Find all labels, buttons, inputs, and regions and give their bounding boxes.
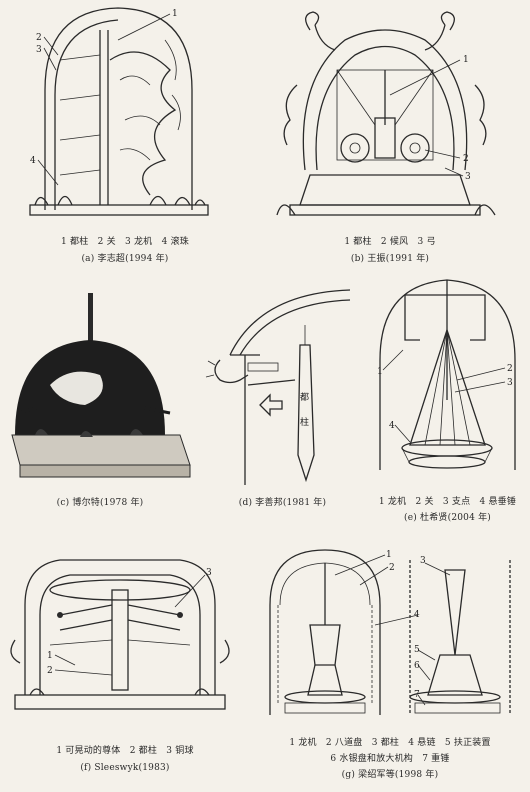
- panel-b-label-2: 2: [463, 154, 469, 164]
- panel-a-caption: (a) 李志超(1994 年): [81, 254, 169, 264]
- panel-b-label-3: 3: [465, 172, 471, 182]
- panel-b-drawing: 1 2 3: [276, 11, 496, 216]
- panel-g-legend-line-2: 6 水银盘和放大机构 7 重锤: [330, 754, 450, 764]
- panel-a-legend: 1 都柱 2 关 3 龙机 4 滚珠: [61, 237, 189, 247]
- panel-f-label-1: 1: [47, 651, 53, 661]
- panel-g-label-5: 5: [414, 645, 420, 655]
- panel-f: 3 1 2 1 可晃动的尊体 2 都柱 3 铜球 (f) Sleeswyk(19…: [0, 545, 250, 792]
- panel-g-label-3: 3: [420, 556, 426, 566]
- panel-e-label-2: 2: [507, 364, 513, 374]
- panel-e-legend: 1 龙机 2 关 3 支点 4 悬垂锤: [378, 497, 517, 507]
- panel-g: 1 2 3 4 5 6 7 1 龙机 2 八道盘 3 都柱 4 悬链 5 扶正装…: [250, 545, 530, 792]
- panel-g-caption: (g) 梁绍军等(1998 年): [341, 770, 439, 780]
- panel-a-label-1: 1: [172, 9, 178, 19]
- panel-b: 1 2 3 1 都柱 2 候风 3 弓 (b) 王振(1991 年): [265, 0, 530, 270]
- panel-e-label-4: 4: [389, 421, 395, 431]
- panel-a-label-2: 2: [36, 33, 42, 43]
- panel-f-label-2: 2: [47, 666, 53, 676]
- panel-e: 1 2 3 4 1 龙机 2 关 3 支点 4 悬垂锤 (e) 杜希贤(2004…: [365, 270, 530, 535]
- panel-g-label-1: 1: [386, 550, 392, 560]
- panel-a-label-4: 4: [30, 156, 36, 166]
- panel-c: (c) 博尔特(1978 年): [0, 285, 200, 525]
- panel-b-caption: (b) 王振(1991 年): [350, 254, 430, 264]
- panel-e-label-3: 3: [507, 378, 513, 388]
- panel-c-drawing: [11, 293, 191, 478]
- panel-g-label-4: 4: [414, 610, 420, 620]
- panel-a-drawing: 1 2 3 4: [29, 7, 209, 216]
- panel-g-legend-line-1: 1 龙机 2 八道盘 3 都柱 4 悬链 5 扶正装置: [289, 738, 491, 748]
- panel-g-label-7: 7: [414, 690, 420, 700]
- panel-g-label-2: 2: [389, 563, 395, 573]
- panel-c-caption: (c) 博尔特(1978 年): [56, 498, 144, 508]
- panel-f-caption: (f) Sleeswyk(1983): [80, 763, 170, 773]
- panel-f-drawing: 3 1 2: [10, 559, 230, 710]
- panel-d: 都 柱 (d) 李善邦(1981 年): [200, 285, 365, 525]
- panel-g-label-6: 6: [414, 661, 420, 671]
- panel-b-legend: 1 都柱 2 候风 3 弓: [344, 237, 436, 247]
- panel-d-drawing: 都 柱: [205, 289, 351, 485]
- panel-f-legend: 1 可晃动的尊体 2 都柱 3 铜球: [56, 746, 194, 756]
- panel-e-drawing: 1 2 3 4: [377, 279, 516, 470]
- panel-e-label-1: 1: [377, 367, 383, 377]
- panel-a: 1 2 3 4 1 都柱 2 关 3 龙机 4 滚珠 (a) 李志超(1994 …: [0, 0, 265, 270]
- panel-b-label-1: 1: [463, 55, 469, 65]
- panel-d-column-char-1: 都: [300, 392, 309, 403]
- panel-d-column-char-2: 柱: [300, 416, 309, 428]
- panel-e-caption: (e) 杜希贤(2004 年): [404, 513, 491, 523]
- panel-g-drawing: 1 2 3 4 5 6 7: [269, 549, 511, 715]
- panel-f-label-3: 3: [206, 568, 212, 578]
- panel-d-caption: (d) 李善邦(1981 年): [238, 498, 327, 508]
- panel-a-label-3: 3: [36, 45, 42, 55]
